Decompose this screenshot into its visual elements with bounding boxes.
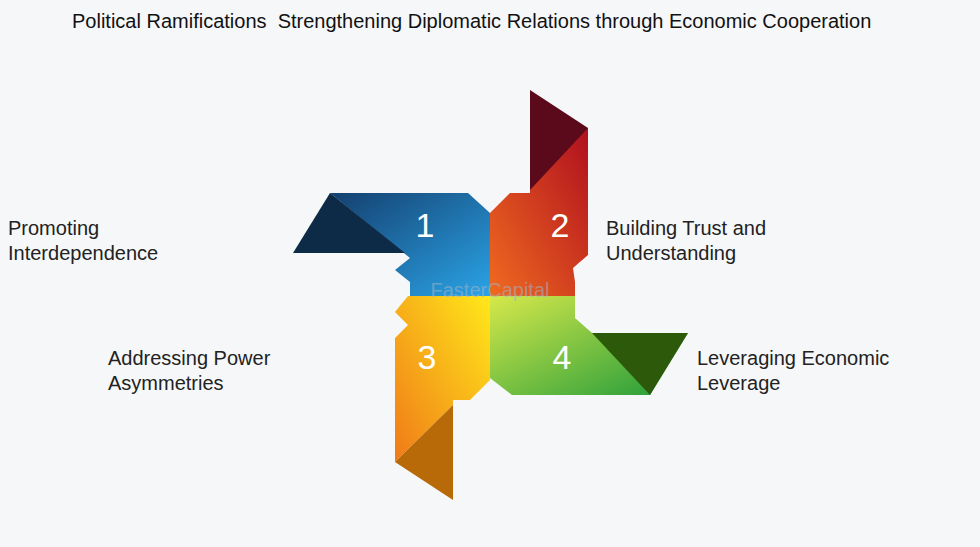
pinwheel-segment: 3Addressing Power Asymmetries: [395, 296, 490, 500]
diagram-title: Political Ramifications Strengthening Di…: [72, 8, 872, 34]
segment-heading: Addressing Power Asymmetries: [108, 346, 298, 396]
pinwheel-segment: 2Building Trust and Understanding: [490, 90, 588, 296]
segment-flap: [395, 405, 453, 500]
pinwheel-segment: 4Leveraging Economic Leverage: [490, 296, 688, 395]
callout-number: 3: [418, 340, 437, 374]
segment-shape: [395, 296, 490, 500]
segment-flap: [592, 333, 688, 395]
segment-body: [490, 296, 688, 395]
segment-heading: Leveraging Economic Leverage: [697, 346, 922, 396]
segment-shape: [490, 90, 588, 296]
callout-number: 4: [553, 340, 572, 374]
watermark: FasterCapital: [431, 279, 550, 302]
segment-shape: [490, 296, 688, 395]
segment-heading: Promoting Interdependence: [8, 216, 188, 266]
segment-heading: Building Trust and Understanding: [606, 216, 806, 266]
callout-number: 1: [416, 208, 435, 242]
callout-number: 2: [551, 208, 570, 242]
segment-flap: [530, 90, 588, 190]
segment-flap: [293, 193, 405, 253]
